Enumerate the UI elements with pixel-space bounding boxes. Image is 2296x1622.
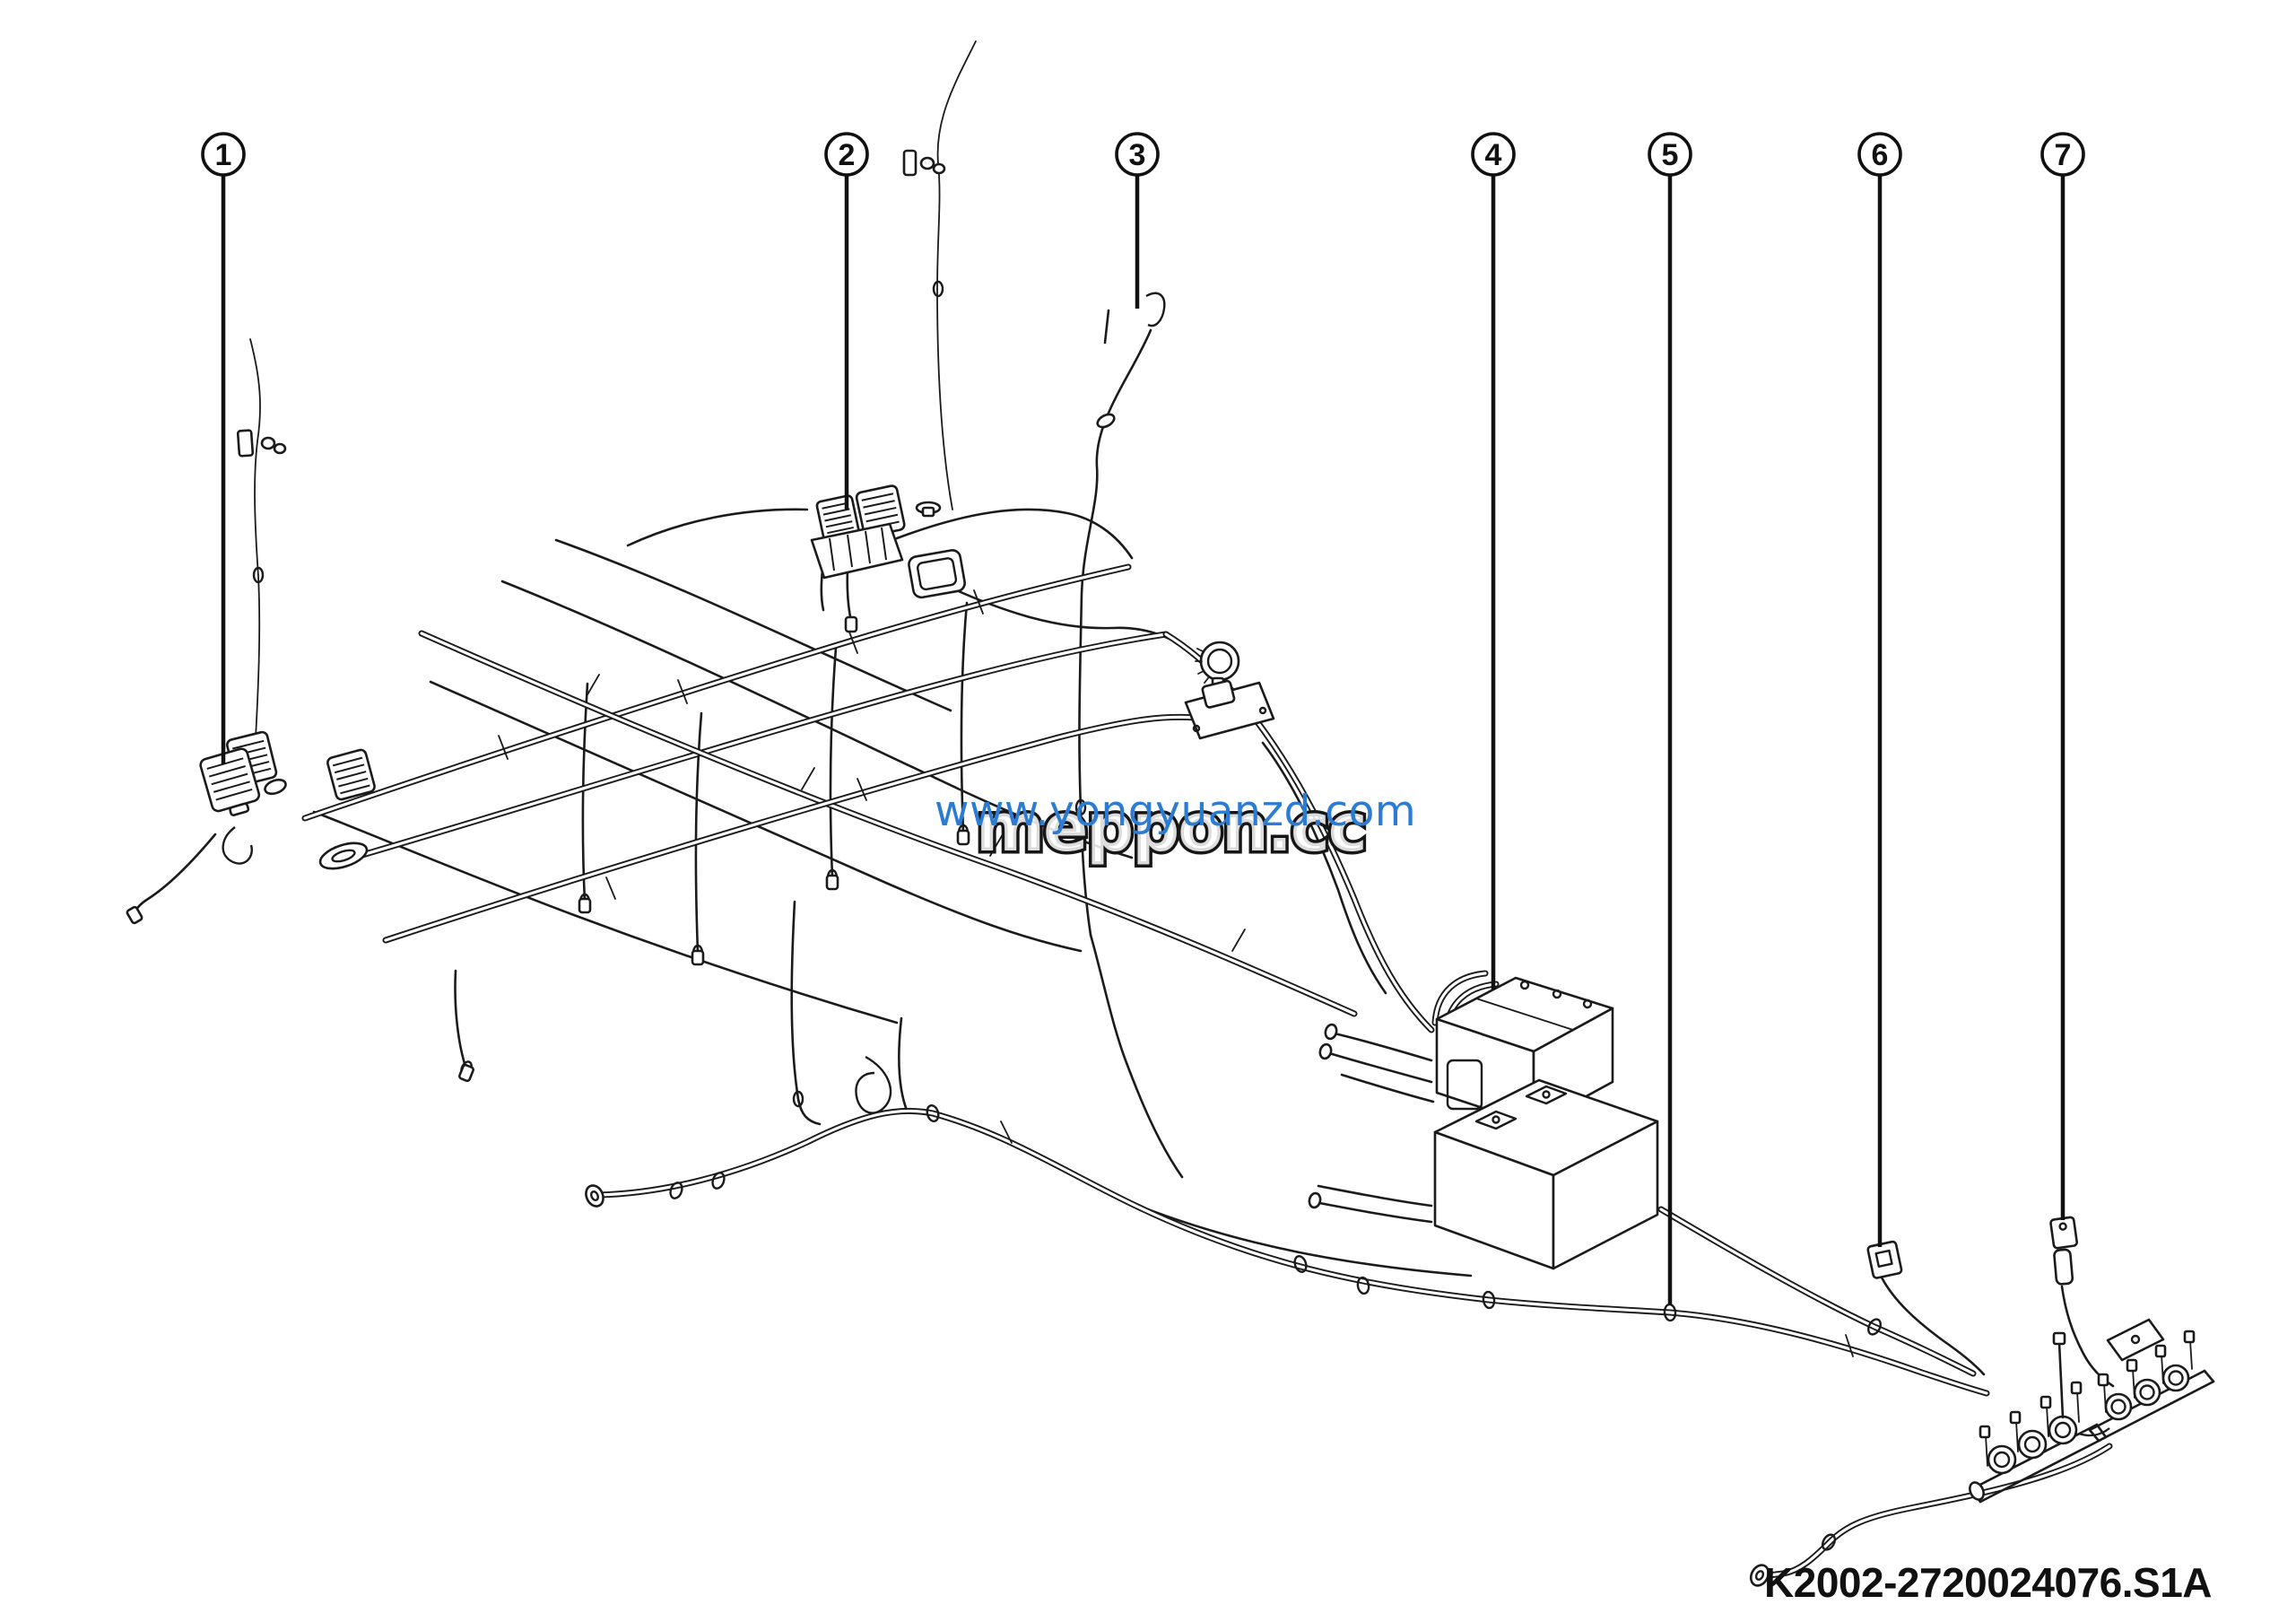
ring-terminal [1749, 1564, 1770, 1587]
watermark: meppon.cc www.yongyuanzd.com [935, 787, 1416, 870]
callout-7-label: 7 [2055, 138, 2072, 172]
harness-line-art [126, 40, 2215, 1587]
callout-4: 4 [1471, 132, 1516, 990]
callout-5-label: 5 [1662, 138, 1679, 172]
ring-terminal [585, 1184, 604, 1208]
valve-bank-front [1969, 1381, 2108, 1504]
callout-4-label: 4 [1485, 138, 1502, 172]
hanging-wire-left [236, 338, 287, 754]
wire-clip [236, 429, 255, 458]
callout-6-label: 6 [1872, 138, 1889, 172]
callout-1-label: 1 [215, 138, 232, 172]
callout-2-label: 2 [839, 138, 856, 172]
solenoid-valve-bank [1969, 1318, 2215, 1504]
cable-clamps [252, 280, 1882, 1551]
relay-block-assembly [810, 484, 966, 599]
cap-fastener [915, 501, 942, 518]
battery-box [1433, 1078, 1659, 1270]
valve-bank-rear [2088, 1330, 2215, 1443]
trunk-ties [498, 589, 1854, 1357]
harness-bracket [2049, 1216, 2115, 1388]
work-lamp-connector-group [199, 730, 376, 816]
mounting-bracket [810, 522, 904, 580]
callout-6: 6 [1857, 132, 1902, 1247]
frame-clip [1866, 1240, 1986, 1376]
callout-3: 3 [1115, 132, 1160, 309]
stud-fastener [919, 156, 946, 175]
bolts [1519, 980, 1593, 1009]
grommets [264, 778, 369, 870]
stud-fastener [260, 436, 287, 455]
watermark-brand-text: meppon.cc [976, 789, 1366, 867]
harness-cluster [133, 508, 1473, 1278]
callout-5: 5 [1648, 132, 1692, 1305]
battery-wiring [1308, 1023, 1435, 1224]
hanging-wire-middle [902, 40, 977, 510]
watermark-url-text: www.yongyuanzd.com [935, 787, 1416, 836]
wire-clip [902, 149, 918, 177]
horn [1195, 641, 1240, 689]
valve-bracket [2106, 1318, 2165, 1362]
callout-7: 7 [2040, 132, 2085, 1220]
lamp-connector [326, 748, 376, 801]
callout-1: 1 [201, 132, 246, 764]
callouts: 1 2 3 4 5 6 7 [201, 132, 2085, 1305]
callout-2: 2 [824, 132, 869, 510]
callout-3-label: 3 [1129, 138, 1146, 172]
relay-bracket [1184, 679, 1275, 740]
control-unit [908, 549, 966, 599]
drawing-code: K2002-2720024076.S1A [1764, 1559, 2212, 1606]
harness-trunks [301, 563, 2113, 1579]
lamp-connector [199, 747, 261, 816]
